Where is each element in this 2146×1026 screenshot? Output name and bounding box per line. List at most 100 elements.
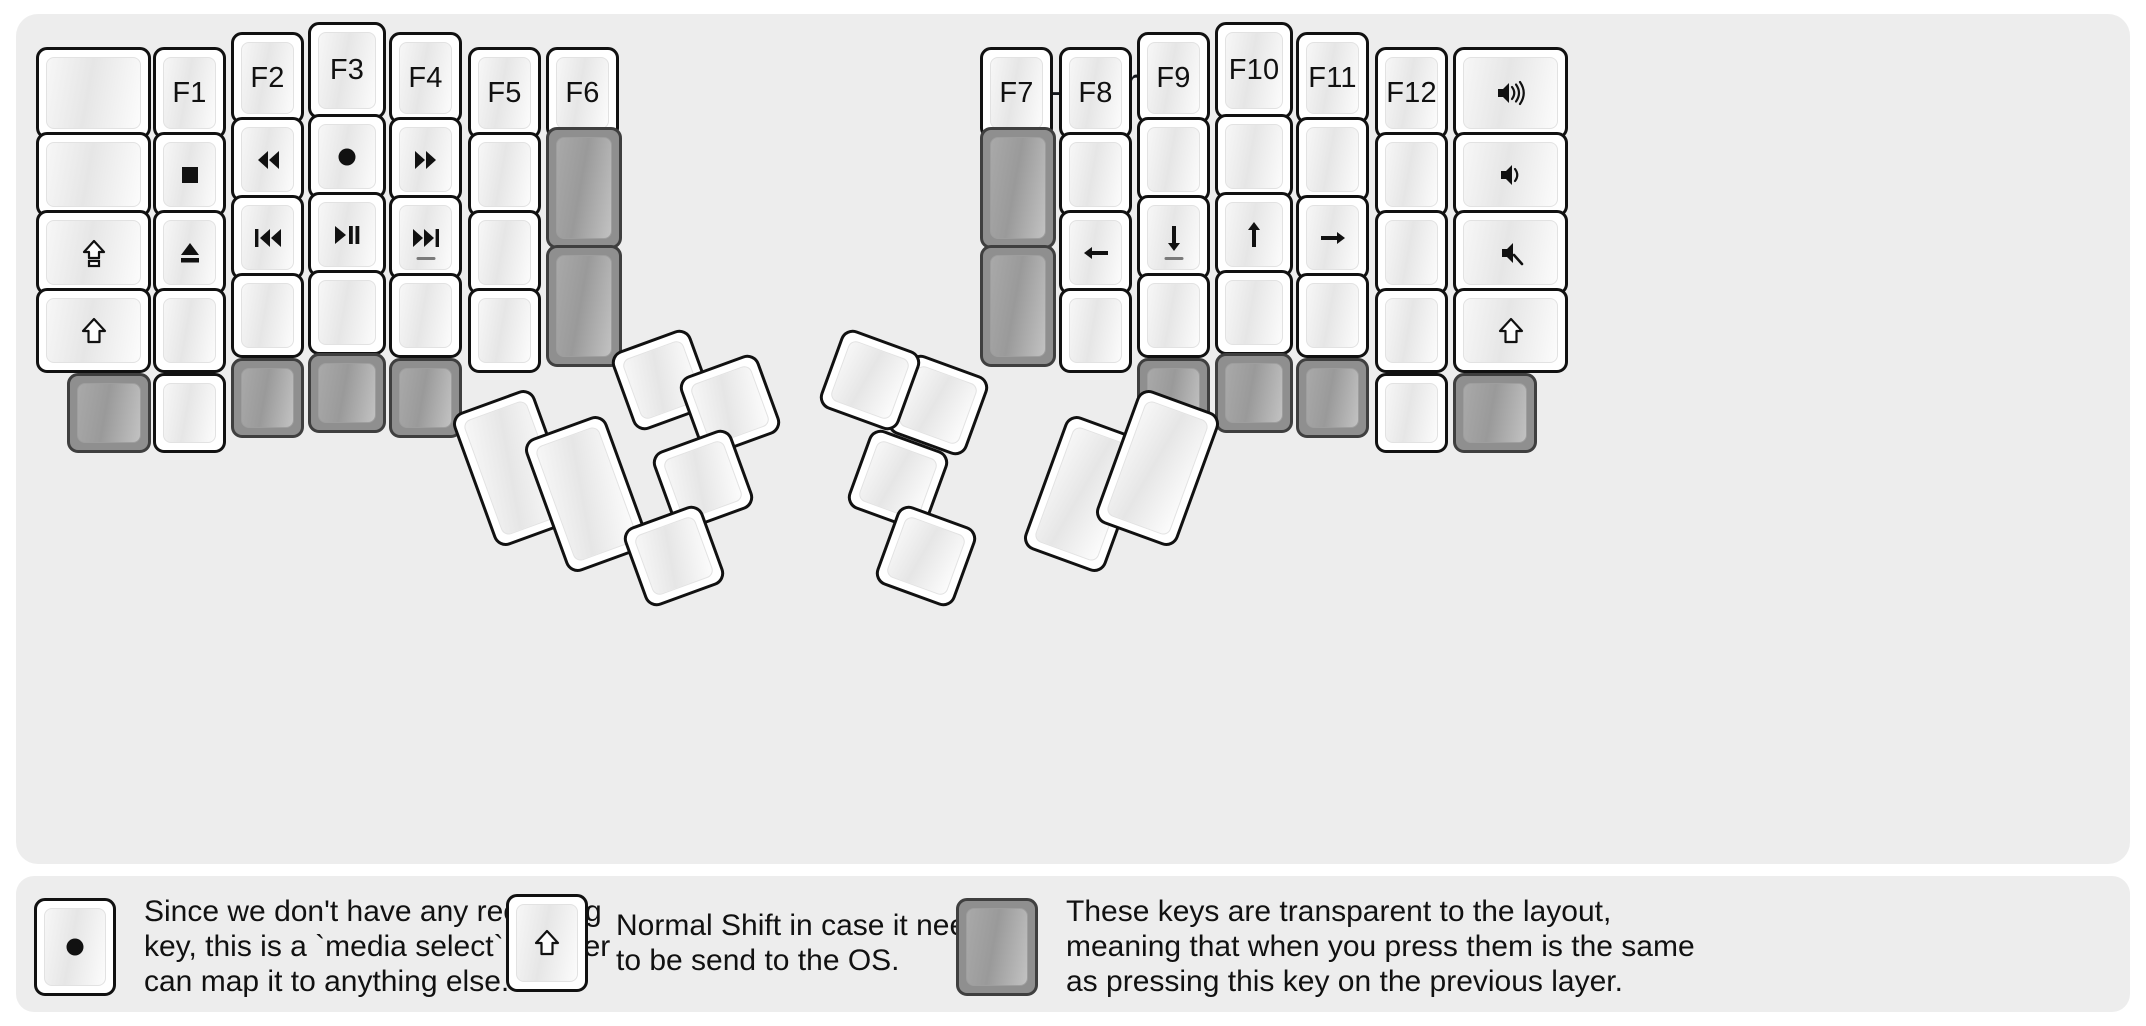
key-L-r2c4[interactable] xyxy=(308,114,386,199)
key-L-r4c1[interactable] xyxy=(36,288,151,373)
keycap-face xyxy=(1306,283,1359,348)
keycap-face xyxy=(828,338,912,422)
keycap-face xyxy=(163,383,216,443)
keycap-face xyxy=(1306,205,1359,270)
key-R-r3c6[interactable] xyxy=(1375,210,1448,295)
key-R-r1c1[interactable]: F7 xyxy=(980,47,1053,139)
key-R-r1c2[interactable]: F8 xyxy=(1059,47,1132,139)
key-R-r5c6[interactable] xyxy=(1375,373,1448,453)
legend-description: These keys are transparent to the layout… xyxy=(1066,895,1695,999)
key-R-r4c2[interactable] xyxy=(1059,288,1132,373)
key-L-r4c2[interactable] xyxy=(153,288,226,373)
legend-description: Since we don't have any recording key, t… xyxy=(144,895,610,999)
keycap-face xyxy=(46,220,141,285)
key-R-r4c5[interactable] xyxy=(1296,273,1369,358)
keycap-face xyxy=(1225,202,1283,267)
key-R-r2c6[interactable] xyxy=(1375,132,1448,217)
key-R-r4c3[interactable] xyxy=(1137,273,1210,358)
key-R-r5c7[interactable] xyxy=(1453,373,1537,453)
key-R-r2c5[interactable] xyxy=(1296,117,1369,202)
key-L-r3c4[interactable] xyxy=(308,192,386,277)
key-R-r3c4[interactable] xyxy=(1215,192,1293,277)
key-L-r3c7[interactable] xyxy=(546,245,622,367)
key-label: F6 xyxy=(565,76,600,109)
record-dot-icon xyxy=(58,930,92,964)
homing-bump-indicator xyxy=(416,257,435,260)
key-L-r4c3[interactable] xyxy=(231,273,304,358)
key-R-r5c5[interactable] xyxy=(1296,358,1369,438)
volume-up-icon xyxy=(1494,76,1528,110)
key-R-r2c3[interactable] xyxy=(1137,117,1210,202)
key-L-r1c4[interactable]: F3 xyxy=(308,22,386,119)
key-R-r3c1[interactable] xyxy=(980,245,1056,367)
key-L-r1c6[interactable]: F5 xyxy=(468,47,541,139)
key-L-r3c5[interactable] xyxy=(389,195,462,280)
key-R-r5c4[interactable] xyxy=(1215,353,1293,433)
key-L-r1c3[interactable]: F2 xyxy=(231,32,304,124)
keycap-face xyxy=(44,907,106,986)
key-R-r3c7[interactable] xyxy=(1453,210,1568,295)
keycap-face xyxy=(1105,399,1210,537)
key-L-r5c1[interactable] xyxy=(67,373,151,453)
keycap-face xyxy=(966,907,1028,986)
keycap-face: F7 xyxy=(990,57,1043,129)
key-L-r5c5[interactable] xyxy=(389,358,462,438)
key-L-r5c4[interactable] xyxy=(308,353,386,433)
key-L-r1c2[interactable]: F1 xyxy=(153,47,226,139)
keycap-face xyxy=(516,904,578,982)
keycap-face xyxy=(1147,127,1200,192)
key-R-r2c7[interactable] xyxy=(1453,132,1568,217)
keycap-face xyxy=(1385,383,1438,443)
key-R-r2c1[interactable] xyxy=(980,127,1056,249)
key-R-r1c5[interactable]: F11 xyxy=(1296,32,1369,124)
key-R-r4c6[interactable] xyxy=(1375,288,1448,373)
keycap-face xyxy=(318,202,376,267)
keycap-face xyxy=(478,142,531,207)
key-L-r2c1[interactable] xyxy=(36,132,151,217)
key-L-r3c6[interactable] xyxy=(468,210,541,295)
key-L-r2c3[interactable] xyxy=(231,117,304,202)
legend-key-holder xyxy=(34,897,116,996)
key-L-r3c1[interactable] xyxy=(36,210,151,295)
key-R-r3c2[interactable] xyxy=(1059,210,1132,295)
key-L-r5c2[interactable] xyxy=(153,373,226,453)
keycap-face: F6 xyxy=(556,57,609,129)
keycap-face xyxy=(318,280,376,345)
legend-panel: Since we don't have any recording key, t… xyxy=(16,876,2130,1012)
key-R-r3c5[interactable] xyxy=(1296,195,1369,280)
key-L-r2c7[interactable] xyxy=(546,127,622,249)
keycap-face xyxy=(399,368,452,428)
key-R-r3c3[interactable] xyxy=(1137,195,1210,280)
key-label: F9 xyxy=(1156,61,1191,94)
key-L-r4c4[interactable] xyxy=(308,270,386,355)
key-L-r3c3[interactable] xyxy=(231,195,304,280)
legend-sample-key-3 xyxy=(956,897,1038,996)
keycap-face: F9 xyxy=(1147,42,1200,114)
key-R-r1c7[interactable] xyxy=(1453,47,1568,139)
arrow-up-icon xyxy=(1237,218,1271,252)
key-R-r4c4[interactable] xyxy=(1215,270,1293,355)
key-R-r2c4[interactable] xyxy=(1215,114,1293,199)
key-L-r2c5[interactable] xyxy=(389,117,462,202)
key-L-r4c5[interactable] xyxy=(389,273,462,358)
arrow-left-icon xyxy=(1079,236,1113,270)
key-L-r1c1[interactable] xyxy=(36,47,151,139)
key-R-r1c3[interactable]: F9 xyxy=(1137,32,1210,124)
key-R-r2c2[interactable] xyxy=(1059,132,1132,217)
key-L-r1c5[interactable]: F4 xyxy=(389,32,462,124)
key-L-r5c3[interactable] xyxy=(231,358,304,438)
key-L-r2c6[interactable] xyxy=(468,132,541,217)
key-R-r1c6[interactable]: F12 xyxy=(1375,47,1448,139)
caps-lock-icon xyxy=(77,236,111,270)
key-L-r1c7[interactable]: F6 xyxy=(546,47,619,139)
stop-icon xyxy=(173,158,207,192)
keycap-face xyxy=(163,220,216,285)
keycap-face xyxy=(1147,205,1200,270)
key-R-r1c4[interactable]: F10 xyxy=(1215,22,1293,119)
key-L-r4c6[interactable] xyxy=(468,288,541,373)
key-R-r4c7[interactable] xyxy=(1453,288,1568,373)
key-L-r2c2[interactable] xyxy=(153,132,226,217)
keycap-face xyxy=(1147,283,1200,348)
key-RT-2[interactable] xyxy=(1092,386,1223,550)
key-L-r3c2[interactable] xyxy=(153,210,226,295)
